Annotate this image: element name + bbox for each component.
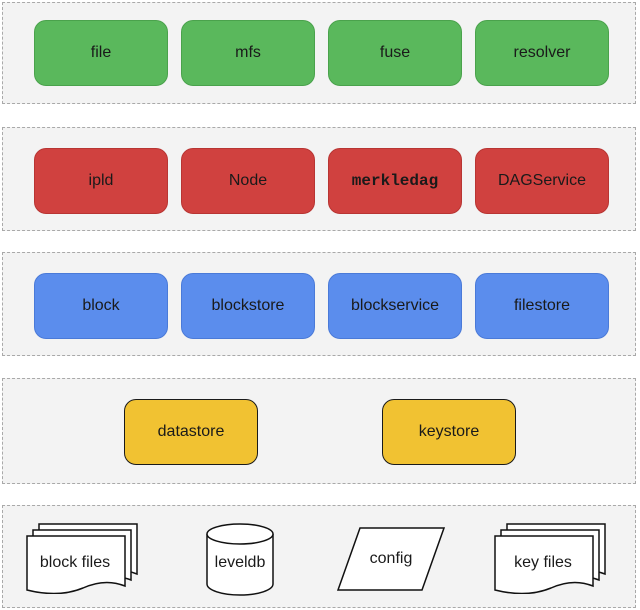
stacked-documents-icon <box>26 523 138 594</box>
stacked-documents-icon <box>494 523 606 594</box>
box-fuse: fuse <box>328 20 462 86</box>
layer-application: file mfs fuse resolver <box>2 2 636 104</box>
shape-leveldb: leveldb <box>205 522 275 598</box>
layer-store: datastore keystore <box>2 378 636 484</box>
box-node: Node <box>181 148 315 214</box>
box-merkledag: merkledag <box>328 148 462 214</box>
box-dagservice: DAGService <box>475 148 609 214</box>
layer-storage: block files leveldb config key files <box>2 505 636 608</box>
label-config: config <box>369 550 413 567</box>
box-filestore: filestore <box>475 273 609 339</box>
box-resolver: resolver <box>475 20 609 86</box>
label-key-files: key files <box>514 554 572 571</box>
box-block: block <box>34 273 168 339</box>
box-blockstore: blockstore <box>181 273 315 339</box>
box-blockservice: blockservice <box>328 273 462 339</box>
box-keystore: keystore <box>382 399 516 465</box>
box-datastore: datastore <box>124 399 258 465</box>
box-ipld: ipld <box>34 148 168 214</box>
box-file: file <box>34 20 168 86</box>
shape-block-files: block files <box>25 522 141 594</box>
box-mfs: mfs <box>181 20 315 86</box>
shape-config: config <box>336 526 446 592</box>
parallelogram-data-icon <box>336 527 446 591</box>
cylinder-database-icon <box>206 523 274 596</box>
shape-key-files: key files <box>493 522 609 594</box>
label-block-files: block files <box>39 554 111 571</box>
layer-merkle: ipld Node merkledag DAGService <box>2 127 636 231</box>
layer-block: block blockstore blockservice filestore <box>2 252 636 356</box>
label-leveldb: leveldb <box>214 554 266 571</box>
